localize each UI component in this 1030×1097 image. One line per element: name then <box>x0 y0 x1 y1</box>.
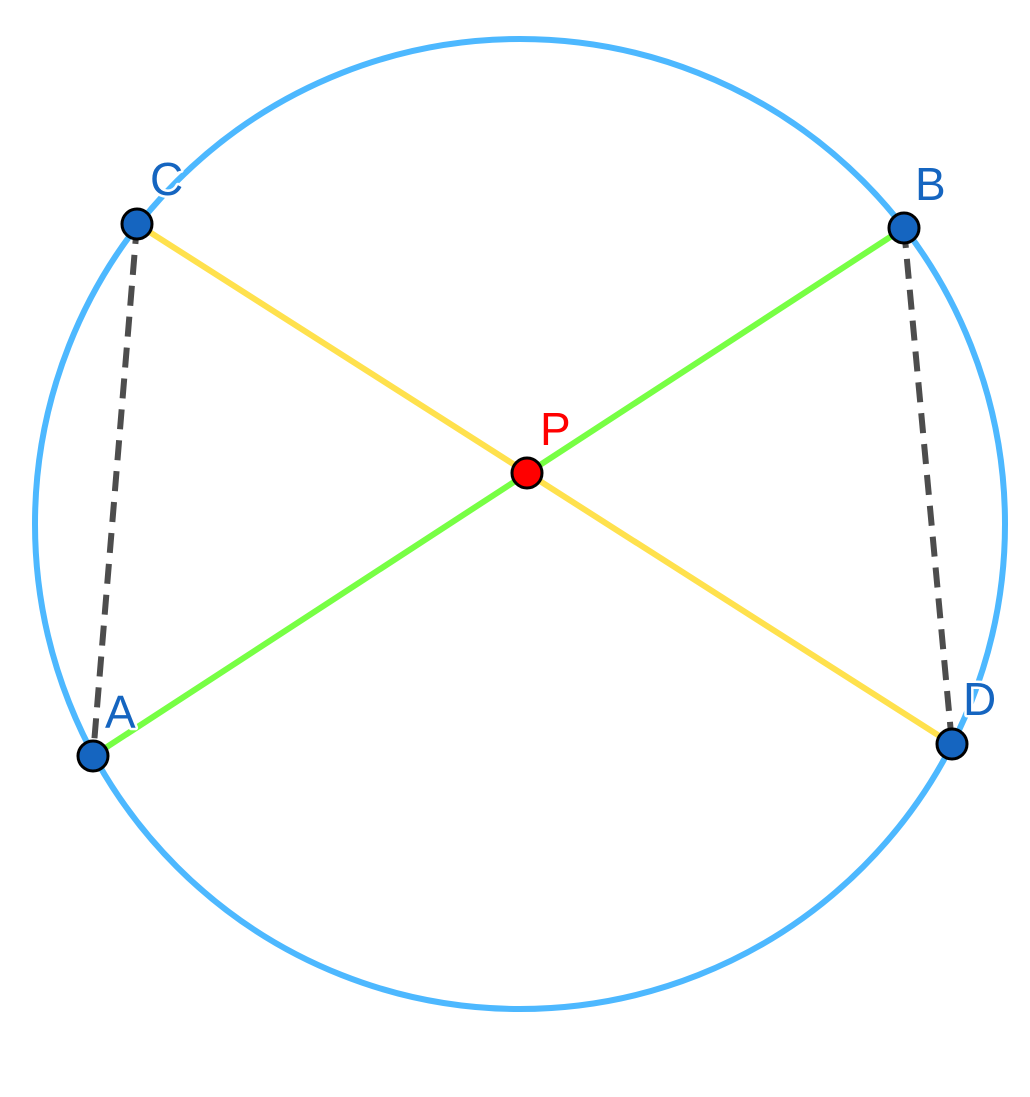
circle <box>32 36 1008 1012</box>
point-p[interactable] <box>510 456 544 490</box>
segment-bd <box>901 227 955 745</box>
label-d: D <box>963 673 996 725</box>
label-c: C <box>150 153 183 205</box>
segment-ac <box>90 223 140 757</box>
point-a[interactable] <box>76 739 110 773</box>
point-c[interactable] <box>120 207 154 241</box>
point-d[interactable] <box>935 727 969 761</box>
label-b: B <box>915 158 946 210</box>
label-p: P <box>540 403 571 455</box>
chord-ab <box>91 225 906 759</box>
label-a: A <box>105 686 136 738</box>
point-b[interactable] <box>887 211 921 245</box>
chord-cd <box>135 221 954 747</box>
